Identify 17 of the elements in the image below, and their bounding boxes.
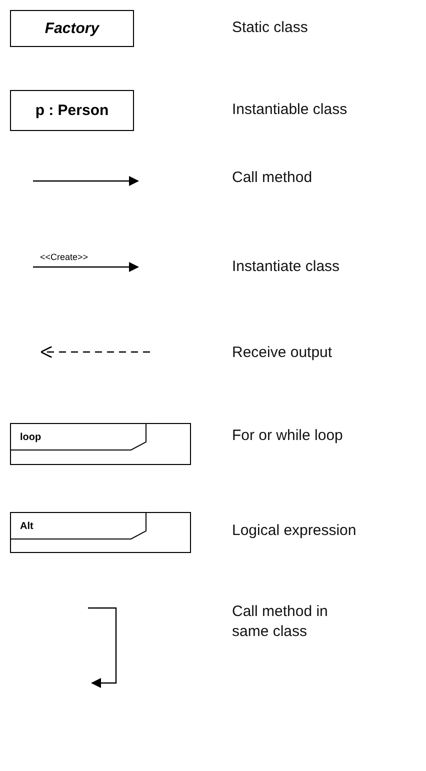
combined-fragment-frame (10, 423, 191, 465)
class-name: Factory (44, 20, 100, 37)
legend-description: Call method (232, 168, 312, 188)
class-box (10, 90, 134, 131)
legend-description: Static class (232, 18, 308, 38)
class-box (10, 10, 134, 47)
stereotype-label: <<Create>> (40, 252, 88, 262)
frame-label: loop (20, 432, 42, 443)
combined-fragment-frame (10, 512, 191, 553)
legend-description: Call method in same class (232, 602, 329, 641)
legend-description: Instantiable class (232, 100, 348, 120)
class-name: p : Person (35, 102, 109, 119)
legend-description: Logical expression (232, 521, 356, 540)
legend-description: Instantiate class (232, 257, 340, 276)
legend-description: Receive output (232, 343, 332, 362)
legend-description: For or while loop (232, 426, 343, 446)
frame-label: Alt (20, 521, 34, 532)
